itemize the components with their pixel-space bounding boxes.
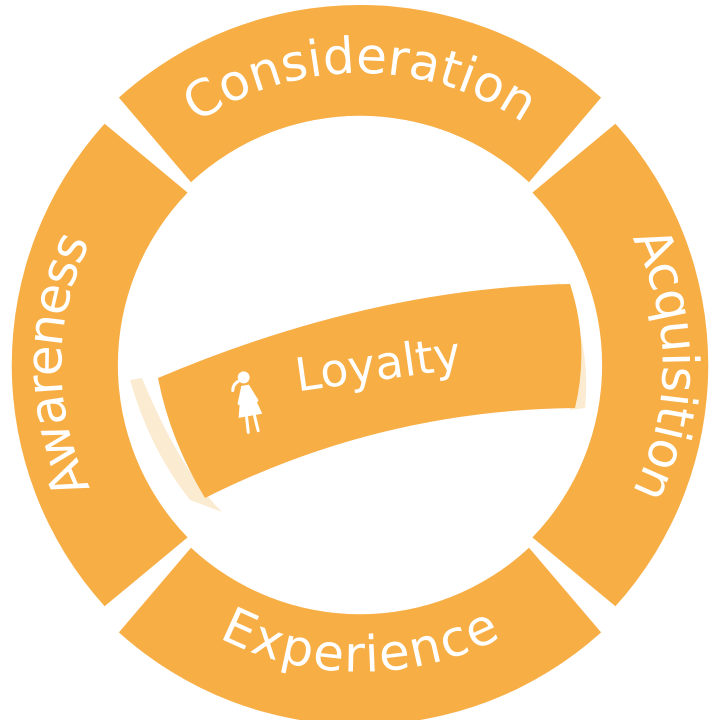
woman-figure-icon (231, 371, 263, 434)
segment-left (11, 123, 188, 607)
ribbon-edge (130, 378, 222, 512)
segment-top (118, 4, 602, 183)
segment-right (532, 123, 709, 607)
loyalty-ribbon (158, 284, 582, 498)
segment-bottom (118, 547, 602, 720)
